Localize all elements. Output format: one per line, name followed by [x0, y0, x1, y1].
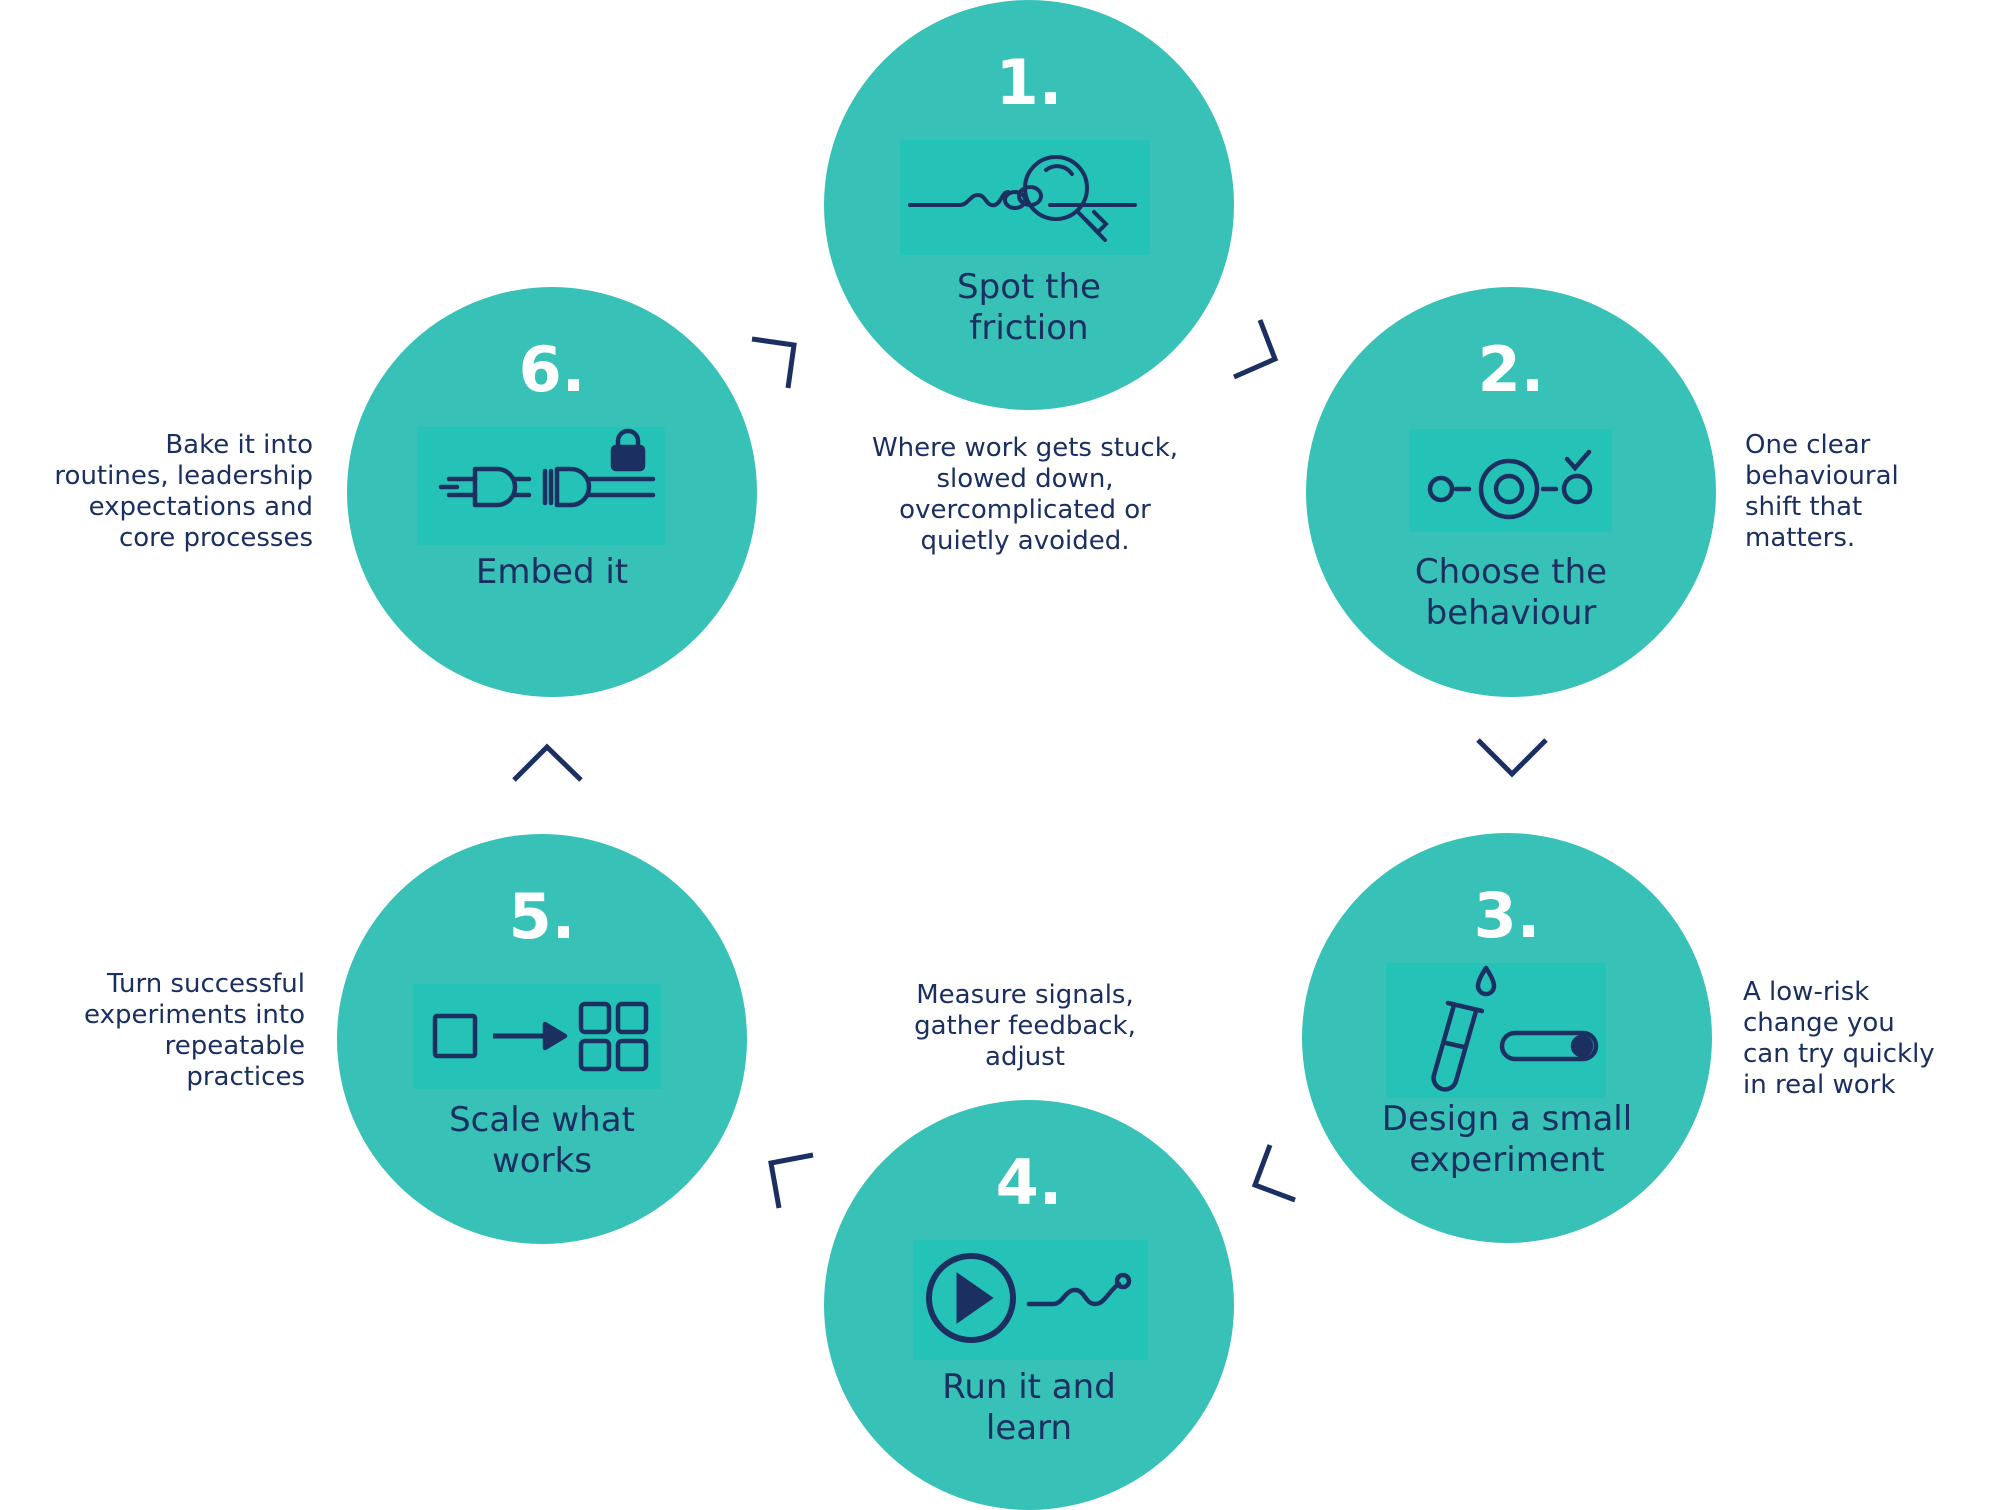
step-6-description: Bake it into routines, leadership expect… — [54, 430, 313, 553]
step-1-number: 1. — [995, 46, 1063, 119]
step-4-description: Measure signals, gather feedback, adjust — [914, 980, 1136, 1072]
step-1-circle: 1. Spot the friction — [824, 0, 1234, 410]
step-6-title: Embed it — [475, 552, 629, 592]
step-5-number: 5. — [508, 880, 576, 953]
step-4-icon-box — [913, 1240, 1148, 1360]
step-5-description: Turn successful experiments into repeata… — [84, 969, 305, 1092]
step-6-number: 6. — [518, 333, 586, 406]
step-2-icon-box — [1409, 429, 1612, 532]
arrow-1-to-2 — [1232, 319, 1279, 380]
arrow-3-to-4 — [1251, 1144, 1296, 1203]
step-1-title: Spot the friction — [957, 267, 1101, 348]
step-3-icon-box — [1386, 963, 1606, 1098]
step-3-title: Design a small experiment — [1381, 1099, 1633, 1180]
step-2-number: 2. — [1477, 333, 1545, 406]
square-to-grid-icon — [432, 1001, 649, 1072]
step-3-circle: 3. Design a small experiment — [1302, 833, 1712, 1243]
test-tube-toggle-icon — [1431, 965, 1599, 1092]
step-4-circle: 4. Run it and learn — [824, 1100, 1234, 1510]
arrow-2-to-3 — [1476, 738, 1548, 778]
step-6-circle: 6. Embed it — [347, 287, 757, 697]
step-5-icon-box — [413, 984, 661, 1089]
step-1-icon-box — [900, 140, 1150, 255]
step-1-description: Where work gets stuck, slowed down, over… — [871, 433, 1179, 556]
step-6-icon-box — [417, 427, 665, 545]
step-3-number: 3. — [1473, 879, 1541, 952]
step-4-number: 4. — [995, 1146, 1063, 1219]
step-2-description: One clear behavioural shift that matters… — [1745, 430, 1899, 553]
step-4-title: Run it and learn — [942, 1367, 1116, 1448]
step-3-description: A low-risk change you can try quickly in… — [1743, 977, 1935, 1100]
step-2-title: Choose the behaviour — [1414, 552, 1608, 633]
step-2-circle: 2. Choose the behaviour — [1306, 287, 1716, 697]
step-5-circle: 5. Scale what works — [337, 834, 747, 1244]
arrow-4-to-5 — [768, 1152, 814, 1209]
play-signal-icon — [926, 1253, 1132, 1343]
plug-lock-icon — [438, 428, 656, 508]
step-5-title: Scale what works — [449, 1100, 635, 1181]
arrow-6-to-1 — [751, 336, 797, 389]
target-check-icon — [1427, 449, 1593, 520]
knot-magnifier-icon — [908, 155, 1137, 242]
arrow-5-to-6 — [512, 743, 583, 782]
